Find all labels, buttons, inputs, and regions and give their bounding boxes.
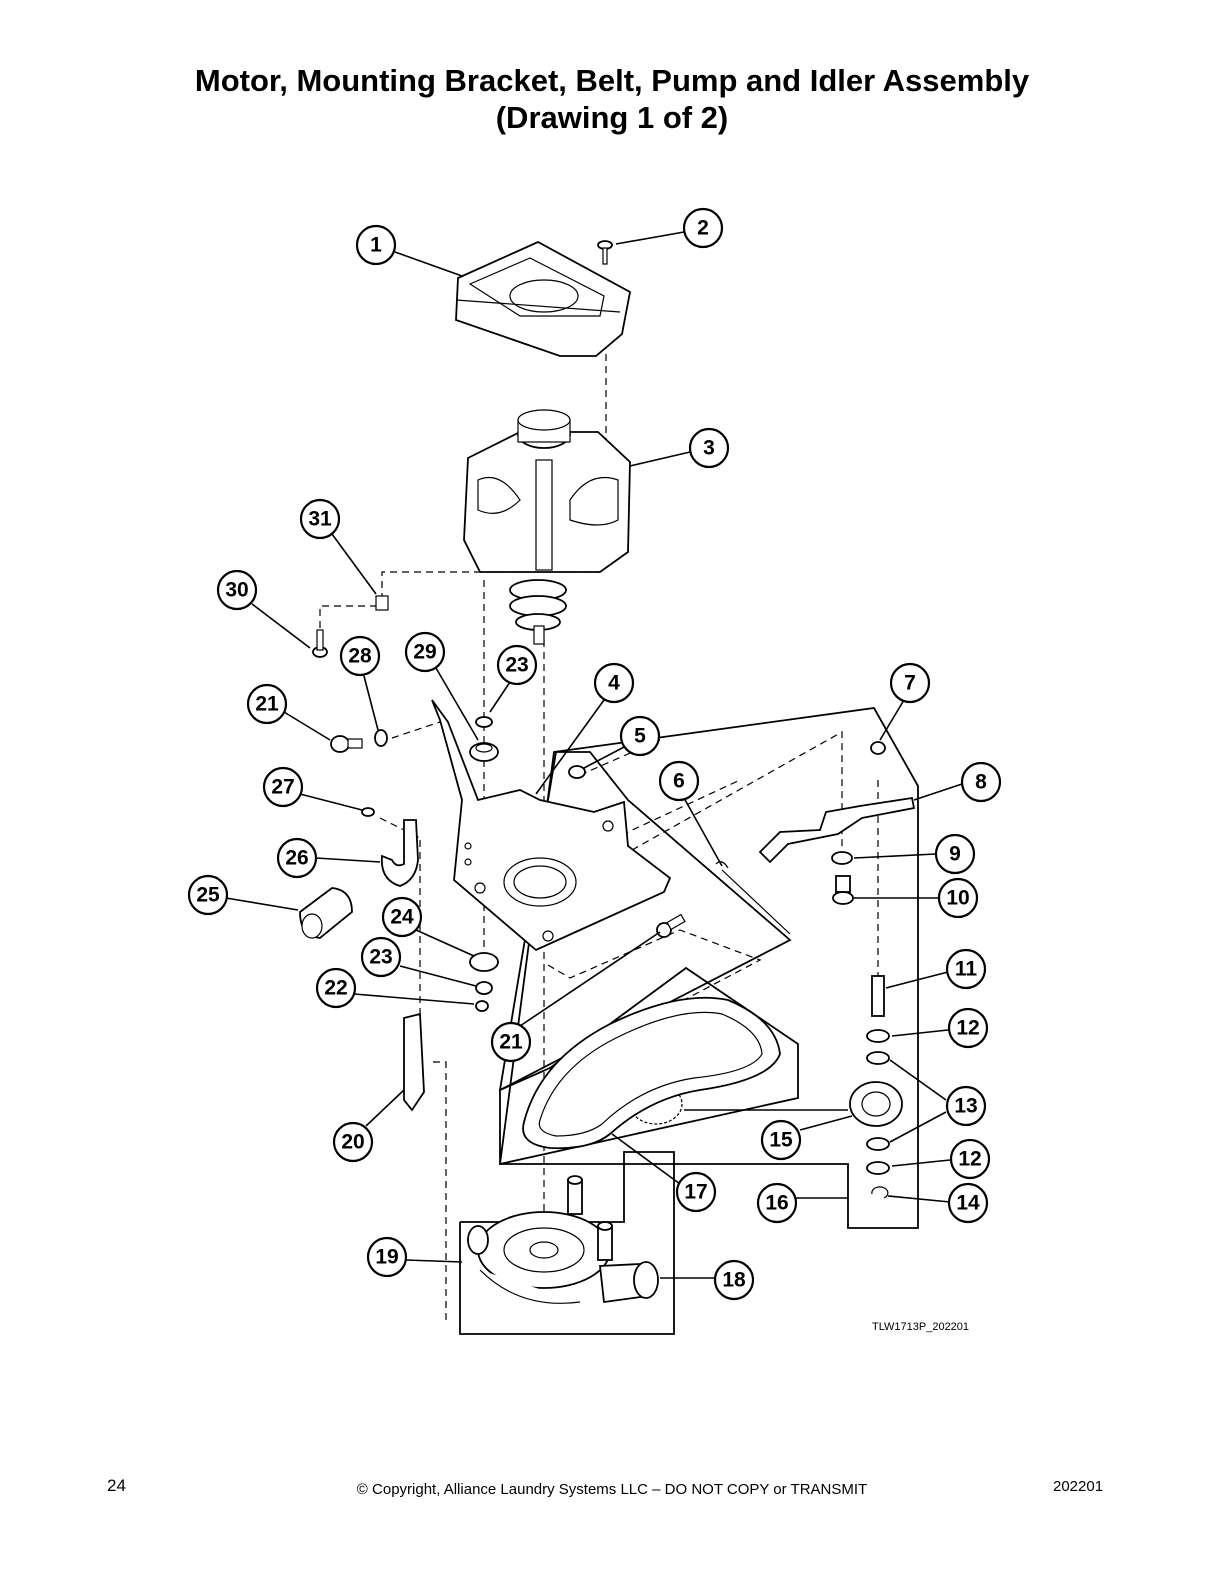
- svg-text:21: 21: [499, 1031, 523, 1054]
- callout-18: 18: [713, 1259, 755, 1301]
- svg-text:22: 22: [324, 977, 347, 1000]
- leader-lines: [225, 231, 963, 1279]
- svg-text:18: 18: [722, 1269, 746, 1292]
- drawing-reference: TLW1713P_202201: [872, 1321, 969, 1333]
- svg-text:30: 30: [225, 579, 248, 602]
- svg-text:29: 29: [413, 641, 436, 664]
- svg-text:15: 15: [769, 1129, 793, 1152]
- callout-7: 7: [889, 662, 931, 704]
- callout-8: 8: [960, 761, 1002, 803]
- svg-text:13: 13: [954, 1095, 977, 1118]
- hardware-parts: [299, 595, 916, 1199]
- svg-text:14: 14: [956, 1192, 980, 1215]
- callout-23-upper: 23: [496, 644, 538, 686]
- callout-4: 4: [593, 662, 635, 704]
- callout-26: 26: [276, 837, 318, 879]
- callout-11: 11: [945, 948, 987, 990]
- callout-16: 16: [756, 1182, 798, 1224]
- svg-text:23: 23: [505, 654, 528, 677]
- svg-text:23: 23: [369, 946, 392, 969]
- svg-text:3: 3: [703, 437, 715, 460]
- water-pump: [467, 1175, 659, 1304]
- callout-2: 2: [682, 207, 724, 249]
- svg-text:6: 6: [673, 770, 685, 793]
- callout-19: 19: [366, 1236, 408, 1278]
- svg-text:5: 5: [634, 725, 646, 748]
- svg-text:2: 2: [697, 217, 709, 240]
- svg-text:19: 19: [375, 1246, 398, 1269]
- svg-text:12: 12: [956, 1017, 979, 1040]
- svg-text:17: 17: [684, 1181, 707, 1204]
- svg-text:27: 27: [271, 776, 294, 799]
- callout-21-lower: 21: [490, 1021, 532, 1063]
- callout-27: 27: [262, 766, 304, 808]
- callout-3: 3: [688, 427, 730, 469]
- page-number: 24: [107, 1476, 126, 1495]
- callout-28: 28: [339, 635, 381, 677]
- callout-29: 29: [404, 631, 446, 673]
- callout-17: 17: [675, 1171, 717, 1213]
- copyright-notice: © Copyright, Alliance Laundry Systems LL…: [356, 1481, 868, 1498]
- page-title: Motor, Mounting Bracket, Belt, Pump and …: [0, 62, 1224, 136]
- callout-13: 13: [945, 1085, 987, 1127]
- callout-20: 20: [332, 1121, 374, 1163]
- callout-14: 14: [947, 1182, 989, 1224]
- svg-text:24: 24: [390, 906, 414, 929]
- svg-text:31: 31: [308, 508, 332, 531]
- svg-text:8: 8: [975, 771, 987, 794]
- svg-text:25: 25: [196, 884, 220, 907]
- svg-text:20: 20: [341, 1131, 364, 1154]
- svg-text:28: 28: [348, 645, 372, 668]
- callout-25: 25: [187, 874, 229, 916]
- callout-30: 30: [216, 569, 258, 611]
- title-line-2: (Drawing 1 of 2): [495, 100, 729, 135]
- motor: [463, 409, 631, 645]
- callout-23-lower: 23: [360, 936, 402, 978]
- callout-1: 1: [355, 224, 397, 266]
- callout-21-upper: 21: [246, 683, 288, 725]
- svg-text:12: 12: [958, 1148, 981, 1171]
- callout-12-lower: 12: [949, 1138, 991, 1180]
- callout-12-upper: 12: [947, 1007, 989, 1049]
- svg-text:7: 7: [904, 672, 916, 695]
- svg-text:9: 9: [949, 843, 961, 866]
- svg-text:1: 1: [370, 234, 382, 257]
- svg-text:10: 10: [946, 887, 969, 910]
- mounting-bracket: [431, 699, 672, 952]
- drive-belt: [522, 996, 781, 1150]
- document-date-code: 202201: [1053, 1478, 1104, 1495]
- callout-5: 5: [619, 715, 661, 757]
- svg-text:21: 21: [255, 693, 279, 716]
- callout-15: 15: [760, 1119, 802, 1161]
- title-line-1: Motor, Mounting Bracket, Belt, Pump and …: [194, 63, 1030, 98]
- svg-text:4: 4: [608, 672, 620, 695]
- svg-text:11: 11: [955, 958, 978, 981]
- svg-text:16: 16: [765, 1192, 788, 1215]
- callout-31: 31: [299, 498, 341, 540]
- callout-6: 6: [658, 760, 700, 802]
- callout-10: 10: [937, 877, 979, 919]
- svg-text:26: 26: [285, 847, 308, 870]
- motor-cover: [455, 240, 632, 357]
- callout-22: 22: [315, 967, 357, 1009]
- callout-9: 9: [934, 833, 976, 875]
- screw-part-2: [597, 240, 613, 265]
- callout-24: 24: [381, 896, 423, 938]
